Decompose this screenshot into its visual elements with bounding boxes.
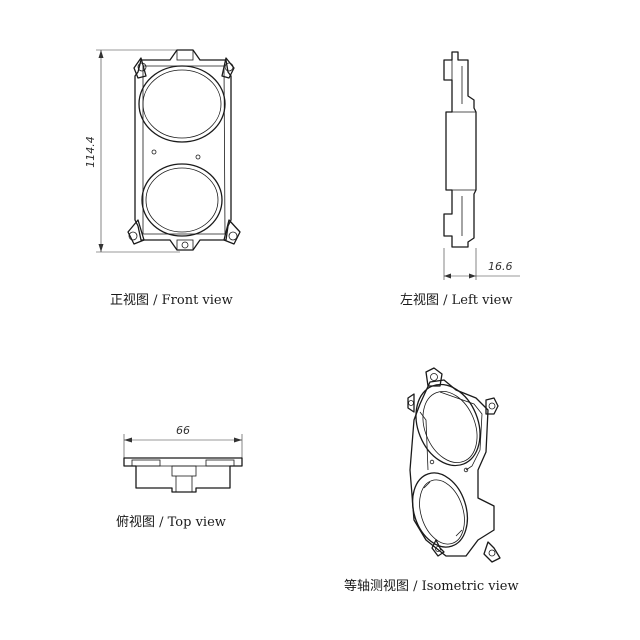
front-lower-lens-opening [141, 163, 223, 237]
front-upper-lens-opening [138, 65, 226, 160]
iso-lower-lens-ring [411, 472, 469, 548]
top-view: 66 俯视图 / Top view [116, 424, 243, 530]
top-width-label: 66 [176, 424, 190, 437]
front-bottom-hole [181, 241, 189, 249]
left-depth-label: 16.6 [488, 260, 513, 273]
isometric-view: 等轴测视图 / Isometric view [344, 367, 519, 594]
left-depth-dimension: 16.6 [443, 248, 520, 280]
iso-view-caption: 等轴测视图 / Isometric view [344, 578, 519, 594]
front-mounting-ears [127, 57, 241, 245]
iso-small-hole [463, 467, 469, 473]
top-view-caption: 俯视图 / Top view [116, 514, 226, 530]
left-body-profile [443, 51, 477, 248]
left-view-caption: 左视图 / Left view [400, 293, 512, 308]
iso-mounting-ears [407, 367, 501, 563]
iso-small-hole [429, 459, 435, 465]
front-view-caption: 正视图 / Front view [110, 293, 233, 308]
left-view: 16.6 左视图 / Left view [400, 51, 520, 308]
iso-upper-lens-ring [415, 383, 481, 467]
top-width-dimension: 66 [123, 424, 243, 458]
front-height-label: 114.4 [84, 136, 97, 168]
front-view: 114.4 [84, 49, 241, 308]
iso-body [409, 379, 495, 557]
front-height-dimension: 114.4 [84, 49, 180, 253]
top-body-profile [123, 457, 243, 493]
